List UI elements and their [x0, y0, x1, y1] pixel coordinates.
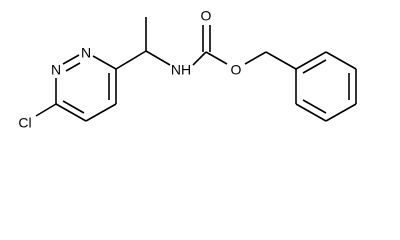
bond-ester-o-ch2 [244, 51, 267, 65]
chemical-structure-diagram: N N Cl NH O O [18, 8, 357, 131]
bond-c3-ch [115, 50, 147, 70]
atom-label-cl: Cl [18, 115, 31, 131]
bond-carbonyl-ester-o [205, 51, 228, 65]
phenyl-inner-1 [302, 59, 327, 74]
bond-n2-n1-inner [65, 62, 81, 72]
pyridazine-ring [55, 54, 117, 122]
atom-label-n2: N [51, 62, 61, 78]
bond-n2-n1 [62, 54, 80, 65]
phenyl-bond-5 [295, 103, 327, 122]
atom-label-carbonyl-o: O [201, 8, 212, 24]
side-chain [35, 17, 297, 117]
atom-label-n1: N [81, 45, 91, 61]
phenyl-bond-1 [295, 51, 327, 70]
phenyl-bond-2 [325, 51, 357, 70]
bond-n1-c3 [92, 55, 117, 70]
atom-label-nh: NH [171, 62, 191, 78]
bond-ch2-phenyl [265, 51, 297, 70]
atom-label-ester-o: O [231, 62, 242, 78]
bond-c5-c6 [55, 103, 87, 122]
bond-ch-nh [145, 50, 171, 66]
phenyl-inner-3 [302, 99, 327, 114]
bond-c5-c6-inner [62, 100, 85, 114]
atom-labels: N N Cl NH O O [18, 8, 241, 131]
bond-c6-cl [35, 103, 57, 117]
phenyl-ring [295, 51, 357, 122]
phenyl-bond-4 [325, 103, 357, 122]
bond-nh-carbonyl [192, 51, 207, 66]
bond-c4-c5 [85, 103, 117, 122]
